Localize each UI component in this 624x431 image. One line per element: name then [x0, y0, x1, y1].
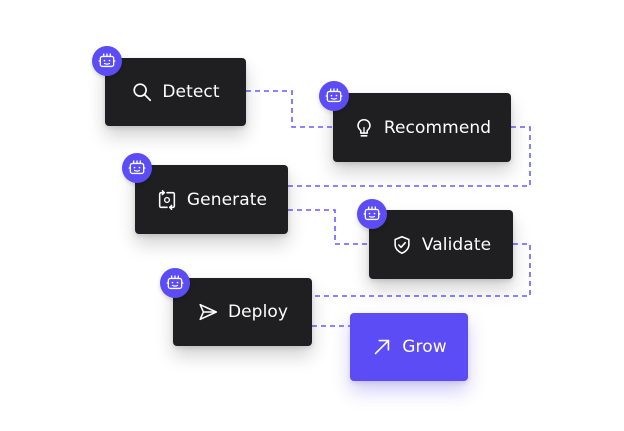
robot-badge	[122, 153, 152, 183]
regenerate-icon	[156, 189, 178, 211]
robot-icon	[325, 88, 343, 103]
step-card-validate: Validate	[369, 210, 513, 279]
step-label: Deploy	[227, 302, 289, 322]
step-label: Grow	[402, 337, 447, 357]
step-card-recommend: Recommend	[333, 93, 511, 162]
search-icon	[131, 81, 153, 103]
step-label: Detect	[162, 82, 220, 102]
arrow-up-right-icon	[371, 336, 393, 358]
send-icon	[197, 301, 219, 323]
shield-check-icon	[391, 234, 413, 256]
step-card-detect: Detect	[105, 58, 246, 126]
robot-icon	[98, 53, 116, 68]
robot-badge	[160, 268, 190, 298]
robot-badge	[319, 81, 349, 111]
robot-icon	[128, 160, 146, 175]
step-card-generate: Generate	[135, 165, 288, 234]
robot-badge	[92, 46, 122, 76]
step-label: Recommend	[383, 117, 492, 138]
robot-icon	[166, 275, 184, 290]
lightbulb-icon	[353, 117, 375, 139]
step-card-grow: Grow	[350, 313, 468, 381]
step-card-deploy: Deploy	[173, 278, 312, 346]
robot-badge	[357, 199, 387, 229]
step-label: Validate	[421, 234, 492, 255]
step-label: Generate	[186, 189, 268, 210]
robot-icon	[363, 206, 381, 221]
